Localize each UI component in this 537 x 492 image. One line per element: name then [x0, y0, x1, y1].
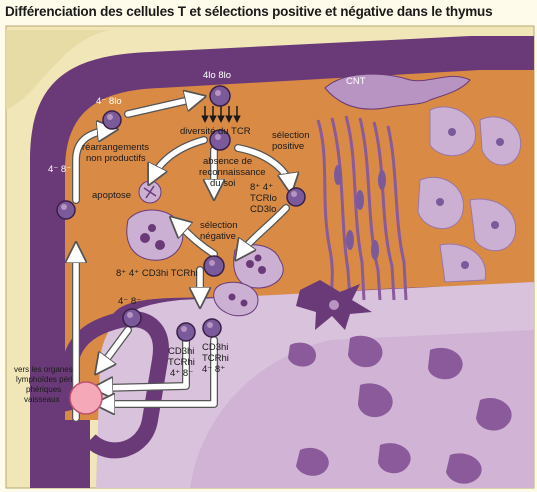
label-cd8-3: 4⁺ 8⁻ — [170, 368, 193, 379]
arrow-cd8-exit — [102, 337, 217, 404]
fibre-nuclei — [334, 165, 386, 260]
label-exit-3: phériques — [26, 385, 61, 394]
apoptotic-cell — [138, 180, 162, 204]
cell-diversity — [209, 129, 231, 151]
arrow-neg-to-apoptose — [176, 222, 217, 257]
label-pos-cell-2: TCRlo — [250, 193, 277, 204]
label-dn-bottom: 4⁻ 8⁻ — [118, 296, 141, 307]
label-pos-cell-3: CD3lo — [250, 204, 276, 215]
label-dp-lo: 4lo 8lo — [203, 70, 231, 81]
exit-vessel — [69, 381, 103, 415]
cell-dp-lo — [209, 85, 231, 107]
arrow-to-negative — [240, 205, 289, 254]
label-diversite: diversité du TCR — [180, 126, 251, 137]
label-4m8lo: 4⁻ 8lo — [96, 96, 122, 107]
label-rearr-1: réarrangements — [82, 142, 149, 153]
label-rearr-2: non productifs — [86, 153, 146, 164]
epithelial-fibres — [316, 115, 408, 301]
label-cd4-3: 4⁻ 8⁺ — [202, 364, 225, 375]
medullary-epithelial-cells — [288, 335, 512, 484]
arrow-to-dp — [125, 98, 198, 117]
cell-positive — [286, 187, 306, 207]
label-cd4-2: TCRhi — [202, 353, 229, 364]
cell-negative — [203, 255, 225, 277]
cell-cd8 — [202, 318, 222, 338]
arrow-up-2 — [73, 130, 110, 203]
macrophage-apoptose — [126, 209, 184, 261]
arrow-to-positive — [235, 145, 290, 186]
cell-dn-cortex — [56, 200, 76, 220]
tcr-arrows — [201, 106, 241, 123]
cell-cd4 — [176, 322, 196, 342]
tissue-blob-nuclei — [436, 128, 504, 269]
label-exit-1: vers les organes — [14, 365, 73, 374]
label-selneg-1: sélection — [200, 220, 238, 231]
label-absence-2: reconnaissance — [199, 167, 266, 178]
tissue-top-left — [6, 30, 110, 110]
label-selneg-2: négative — [200, 231, 236, 242]
label-neg-cell: 8⁺ 4⁺ CD3hi TCRhi — [116, 268, 198, 279]
arrow-dn-to-vessel — [100, 327, 131, 368]
label-absence-3: du soi — [210, 178, 235, 189]
label-exit-2: lymphoïdes péri — [16, 375, 73, 384]
macrophage-medulla — [213, 281, 259, 317]
label-apoptose: apoptose — [92, 190, 131, 201]
label-dn-cortex: 4⁻ 8⁻ — [48, 164, 71, 175]
cell-highlights — [61, 90, 297, 332]
label-cnt: CNT — [346, 76, 366, 87]
label-selpos-1: sélection — [272, 130, 310, 141]
cortex — [65, 70, 534, 420]
cell-dn-bottom — [122, 308, 142, 328]
label-cd8-2: TCRhi — [168, 357, 195, 368]
figure-title: Différenciation des cellules T et sélect… — [5, 4, 493, 19]
label-cd8-1: CD3hi — [168, 346, 194, 357]
label-exit-4: vaisseaux — [24, 395, 60, 404]
arrow-cd4-exit — [100, 337, 189, 388]
cnt-cell-shape — [324, 73, 471, 110]
label-cd4-1: CD3hi — [202, 342, 228, 353]
dendritic-cell — [296, 280, 372, 330]
label-absence-1: absence de — [203, 156, 252, 167]
cell-4m8lo — [102, 110, 122, 130]
label-pos-cell-1: 8⁺ 4⁺ — [250, 182, 273, 193]
arrow-to-apoptose — [152, 137, 207, 178]
label-selpos-2: positive — [272, 141, 304, 152]
